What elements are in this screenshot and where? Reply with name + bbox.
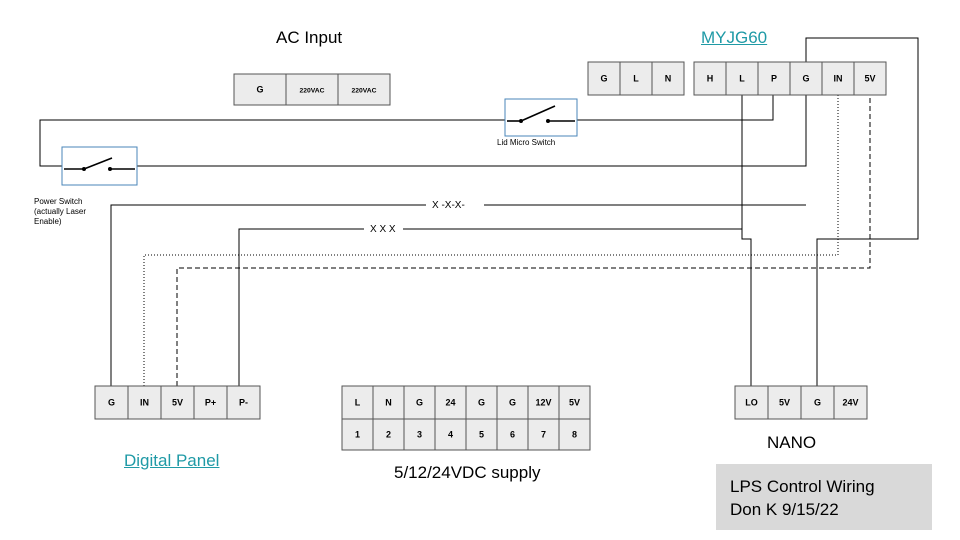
supply-terminal-number-1: 1: [341, 418, 374, 451]
svg-text:G: G: [478, 398, 485, 408]
supply-terminal-2: N: [372, 385, 405, 420]
myjg60-terminal-right-2: L: [725, 61, 759, 96]
supply-terminal-5: G: [465, 385, 498, 420]
svg-text:5V: 5V: [172, 398, 183, 408]
supply-terminal-number-7: 7: [527, 418, 560, 451]
nano-terminal-2: 5V: [767, 385, 802, 420]
svg-text:8: 8: [572, 430, 577, 440]
ac-terminal-2: 220VAC: [285, 73, 339, 106]
svg-text:L: L: [739, 74, 745, 84]
svg-text:IN: IN: [140, 398, 149, 408]
digital-panel-title-link[interactable]: Digital Panel: [124, 451, 220, 470]
svg-text:5V: 5V: [779, 398, 790, 408]
svg-text:H: H: [707, 74, 714, 84]
panel-terminal-5: P-: [226, 385, 261, 420]
info-box: LPS Control Wiring Don K 9/15/22: [716, 464, 932, 530]
supply-terminal-number-4: 4: [434, 418, 467, 451]
ac-terminal-1: G: [233, 73, 287, 106]
svg-text:220VAC: 220VAC: [351, 88, 376, 95]
myjg60-terminal-right-3: P: [757, 61, 791, 96]
myjg60-terminal-right-6: 5V: [853, 61, 887, 96]
wire-dashed-5v: [176, 95, 871, 386]
myjg60-terminal-3: N: [651, 61, 685, 96]
svg-text:N: N: [665, 74, 672, 84]
nano-terminal-1: LO: [734, 385, 769, 420]
wire-crossed-2-left: [238, 228, 364, 386]
svg-text:12V: 12V: [535, 398, 551, 408]
myjg60-terminal-2: L: [619, 61, 653, 96]
nano-title: NANO: [767, 433, 817, 452]
supply-terminal-number-5: 5: [465, 418, 498, 451]
wire-crossed-1-left: [110, 204, 426, 386]
svg-text:G: G: [416, 398, 423, 408]
svg-text:G: G: [814, 398, 821, 408]
myjg60-title-link[interactable]: MYJG60: [701, 28, 768, 47]
svg-text:G: G: [802, 74, 809, 84]
svg-text:7: 7: [541, 430, 546, 440]
supply-title: 5/12/24VDC supply: [394, 463, 541, 482]
crossed-wire-label-1: X -X-X-: [432, 200, 465, 211]
panel-terminal-3: 5V: [160, 385, 195, 420]
crossed-wire-label-2: X X X: [370, 224, 396, 235]
svg-text:5: 5: [479, 430, 484, 440]
svg-text:L: L: [633, 74, 639, 84]
svg-text:G: G: [108, 398, 115, 408]
svg-text:6: 6: [510, 430, 515, 440]
svg-text:24V: 24V: [842, 398, 858, 408]
svg-text:5V: 5V: [864, 74, 875, 84]
myjg60-terminal-1: G: [587, 61, 621, 96]
svg-text:G: G: [509, 398, 516, 408]
wire-lid-loop: [39, 119, 505, 167]
nano-terminal-3: G: [800, 385, 835, 420]
svg-text:N: N: [385, 398, 392, 408]
lid-switch-label: Lid Micro Switch: [497, 138, 556, 147]
wire-nano-g-loop: [805, 37, 919, 386]
supply-terminal-1: L: [341, 385, 374, 420]
wire-lid-to-p: [577, 95, 774, 121]
power-switch: [61, 146, 138, 186]
svg-text:24: 24: [445, 398, 455, 408]
svg-text:5V: 5V: [569, 398, 580, 408]
svg-text:G: G: [256, 85, 263, 95]
svg-text:2: 2: [386, 430, 391, 440]
svg-text:G: G: [600, 74, 607, 84]
svg-text:P+: P+: [205, 398, 216, 408]
myjg60-terminal-right-4: G: [789, 61, 823, 96]
svg-text:LO: LO: [745, 398, 758, 408]
power-switch-label: Power Switch (actually Laser Enable): [34, 197, 87, 226]
myjg60-terminal-right-5: IN: [821, 61, 855, 96]
info-box-line1: LPS Control Wiring: [730, 477, 875, 496]
wire-dotted-in: [143, 95, 839, 386]
lid-micro-switch: [504, 98, 578, 137]
myjg60-terminal-right-1: H: [693, 61, 727, 96]
info-box-line2: Don K 9/15/22: [730, 500, 839, 519]
ac-terminal-3: 220VAC: [337, 73, 391, 106]
supply-terminal-3: G: [403, 385, 436, 420]
supply-terminal-number-6: 6: [496, 418, 529, 451]
supply-terminal-number-8: 8: [558, 418, 591, 451]
supply-terminal-6: G: [496, 385, 529, 420]
svg-text:220VAC: 220VAC: [299, 88, 324, 95]
panel-terminal-2: IN: [127, 385, 162, 420]
svg-text:P-: P-: [239, 398, 248, 408]
nano-terminal-4: 24V: [833, 385, 868, 420]
supply-terminal-4: 24: [434, 385, 467, 420]
supply-terminal-7: 12V: [527, 385, 560, 420]
panel-terminal-1: G: [94, 385, 129, 420]
svg-text:1: 1: [355, 430, 360, 440]
ac-input-title: AC Input: [276, 28, 343, 47]
svg-text:4: 4: [448, 430, 453, 440]
panel-terminal-4: P+: [193, 385, 228, 420]
svg-text:3: 3: [417, 430, 422, 440]
wire-power-to-g: [137, 95, 807, 167]
supply-terminal-number-2: 2: [372, 418, 405, 451]
svg-text:P: P: [771, 74, 777, 84]
supply-terminal-number-3: 3: [403, 418, 436, 451]
wire-myjg-l-to-nano-lo: [741, 95, 752, 386]
svg-text:IN: IN: [834, 74, 843, 84]
supply-terminal-8: 5V: [558, 385, 591, 420]
svg-text:L: L: [355, 398, 361, 408]
